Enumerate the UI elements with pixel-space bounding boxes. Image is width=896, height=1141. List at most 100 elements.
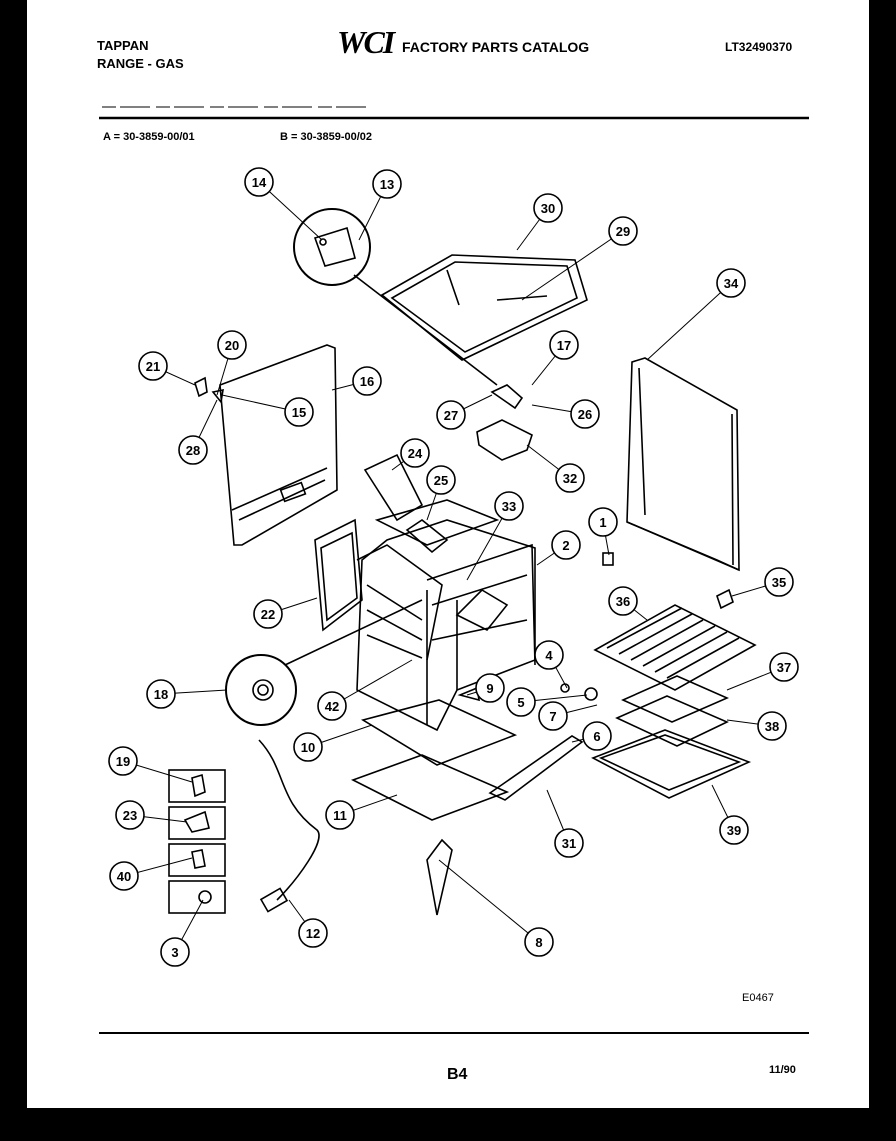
callout-number: 2 (562, 538, 569, 553)
callout-number: 24 (408, 446, 423, 461)
callout-number: 28 (186, 443, 200, 458)
callout-circle (554, 828, 584, 858)
callout-number: 18 (154, 687, 168, 702)
brand-name: TAPPAN (97, 38, 149, 53)
accessory-box-40 (168, 843, 226, 877)
callout-40: 40 (109, 861, 139, 891)
callout-number: 9 (486, 681, 493, 696)
parts-catalog-sheet: TAPPAN RANGE - GAS WCI FACTORY PARTS CAT… (27, 0, 869, 1108)
callout-16: 16 (352, 366, 382, 396)
callout-circle (570, 399, 600, 429)
callout-circle (108, 746, 138, 776)
callout-circle (115, 800, 145, 830)
callout-number: 10 (301, 740, 315, 755)
broiler-insert (615, 695, 729, 747)
callout-circle (716, 268, 746, 298)
model-code-b: B = 30-3859-00/02 (280, 131, 373, 143)
callout-circle (146, 679, 176, 709)
callout-circle (436, 400, 466, 430)
callout-number: 4 (545, 648, 553, 663)
callout-circle (160, 937, 190, 967)
oven-body (356, 499, 536, 732)
callout-number: 16 (360, 374, 374, 389)
burner-box (363, 453, 424, 522)
accessory-box-3 (168, 880, 226, 914)
callout-circle (769, 652, 799, 682)
bottom-plate (350, 754, 510, 821)
callout-circle (524, 927, 554, 957)
callout-32: 32 (555, 463, 585, 493)
callout-1: 1 (588, 507, 618, 537)
callout-circle (494, 491, 524, 521)
diagram-reference: E0467 (742, 992, 774, 1004)
drawer-rail (488, 735, 584, 801)
bracket-part (194, 376, 208, 398)
callout-number: 40 (117, 869, 131, 884)
callout-11: 11 (325, 800, 355, 830)
callout-number: 35 (772, 575, 786, 590)
callout-17: 17 (549, 330, 579, 360)
callout-21: 21 (138, 351, 168, 381)
callout-circle (608, 586, 638, 616)
callout-9: 9 (475, 673, 505, 703)
callout-42: 42 (317, 691, 347, 721)
callout-circle (284, 397, 314, 427)
accessory-box-23 (168, 806, 226, 840)
callout-number: 1 (599, 515, 606, 530)
callout-number: 7 (549, 709, 556, 724)
model-code-a: A = 30-3859-00/01 (103, 131, 195, 143)
callout-circle (588, 507, 618, 537)
callout-number: 21 (146, 359, 160, 374)
callout-number: 12 (306, 926, 320, 941)
callout-37: 37 (769, 652, 799, 682)
callout-8: 8 (524, 927, 554, 957)
callout-circle (719, 815, 749, 845)
callout-circle (582, 721, 612, 751)
callout-circle (109, 861, 139, 891)
callout-circle (217, 330, 247, 360)
callout-number: 39 (727, 823, 741, 838)
callout-33: 33 (494, 491, 524, 521)
callout-number: 13 (380, 177, 394, 192)
callout-leader-42 (331, 659, 413, 707)
callout-number: 36 (616, 594, 630, 609)
callout-number: 33 (502, 499, 516, 514)
callout-number: 17 (557, 338, 571, 353)
callout-20: 20 (217, 330, 247, 360)
callout-circle (506, 687, 536, 717)
callout-circle (534, 640, 564, 670)
callout-5: 5 (506, 687, 536, 717)
callout-number: 34 (724, 276, 739, 291)
callout-number: 19 (116, 754, 130, 769)
callout-25: 25 (426, 465, 456, 495)
callout-number: 42 (325, 699, 339, 714)
callout-circle (298, 918, 328, 948)
oven-bottom (360, 699, 518, 766)
callout-number: 14 (252, 175, 267, 190)
callout-15: 15 (284, 397, 314, 427)
callout-36: 36 (608, 586, 638, 616)
callout-circle (317, 691, 347, 721)
callout-24: 24 (400, 438, 430, 468)
model-number: LT32490370 (725, 40, 793, 54)
callout-circle (549, 330, 579, 360)
mounting-bracket (476, 419, 533, 461)
callout-circle (538, 701, 568, 731)
callout-10: 10 (293, 732, 323, 762)
callout-circle (253, 599, 283, 629)
callout-7: 7 (538, 701, 568, 731)
callout-number: 6 (593, 729, 600, 744)
callout-34: 34 (716, 268, 746, 298)
callout-39: 39 (719, 815, 749, 845)
callout-number: 26 (578, 407, 592, 422)
callout-number: 31 (562, 836, 576, 851)
callout-leader-34 (646, 282, 732, 361)
callout-3: 3 (160, 937, 190, 967)
part-drawings (168, 208, 757, 916)
callout-6: 6 (582, 721, 612, 751)
callout-23: 23 (115, 800, 145, 830)
callout-number: 29 (616, 224, 630, 239)
leader-lines (122, 181, 785, 953)
catalog-title: FACTORY PARTS CATALOG (402, 39, 590, 55)
